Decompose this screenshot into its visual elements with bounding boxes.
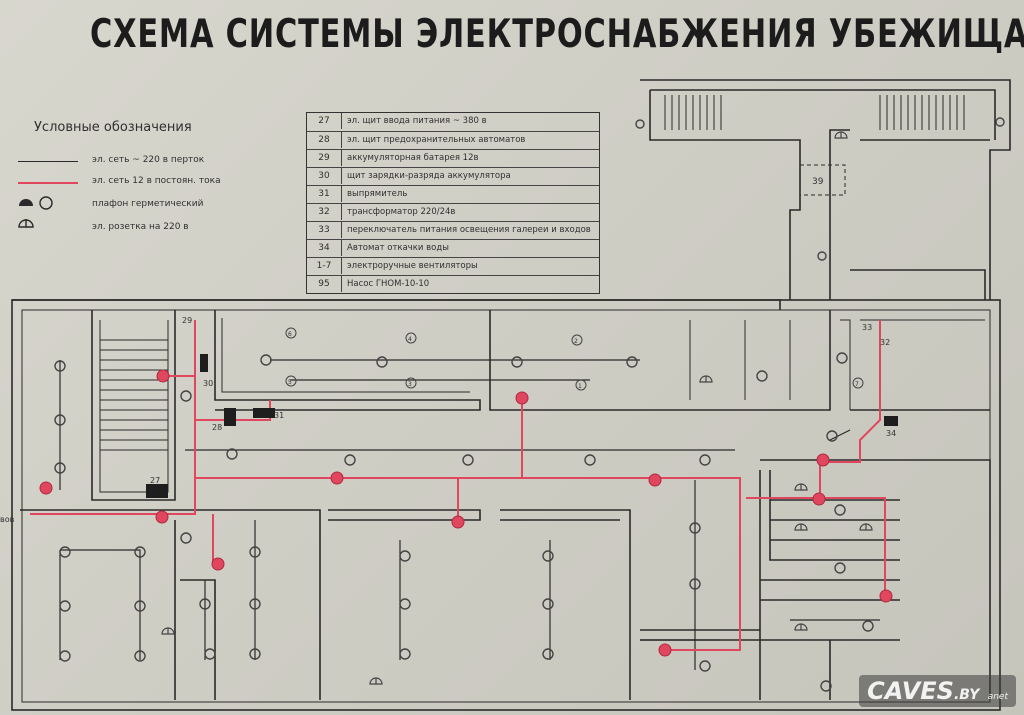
spec-number: 28	[307, 132, 342, 148]
spec-row: 29 аккумуляторная батарея 12в	[307, 149, 599, 166]
label-fan-4: 4	[408, 336, 412, 343]
label-29: 29	[182, 316, 192, 325]
legend-item-lamp: плафон герметический	[92, 199, 204, 209]
spec-row: 33 переключатель питания освещения галере…	[307, 221, 599, 238]
spec-number: 1-7	[307, 258, 342, 274]
socket-icon	[18, 219, 34, 228]
spec-row: 1-7 электроручные вентиляторы	[307, 257, 599, 274]
spec-row: 30 щит зарядки-разряда аккумулятора	[307, 167, 599, 184]
legend-item-12v: эл. сеть 12 в постоян. тока	[92, 176, 221, 186]
label-fan-7: 7	[855, 381, 859, 388]
plan-labels: 29 30 28 31 27 39 33 32 34 6 4 2 5 3 1 7…	[0, 177, 896, 524]
spec-description: выпрямитель	[347, 189, 408, 199]
spec-row: 32 трансформатор 220/24в	[307, 203, 599, 220]
line-black-icon	[18, 161, 78, 162]
spec-row: 95 Насос ГНОМ-10-10	[307, 275, 599, 292]
legend-heading: Условные обозначения	[34, 120, 192, 135]
line-red-icon	[18, 182, 78, 184]
spec-description: Насос ГНОМ-10-10	[347, 279, 430, 289]
spec-description: эл. щит ввода питания ~ 380 в	[347, 116, 487, 126]
label-27: 27	[150, 476, 160, 485]
label-fan-5: 5	[288, 379, 292, 386]
spec-description: аккумуляторная батарея 12в	[347, 153, 479, 163]
legend-item-220v: эл. сеть ~ 220 в перток	[92, 155, 205, 165]
lamps-12v	[39, 369, 893, 657]
label-34: 34	[886, 429, 896, 438]
spec-number: 33	[307, 222, 342, 238]
spec-number: 95	[307, 276, 342, 292]
label-30: 30	[203, 379, 213, 388]
spec-description: Автомат откачки воды	[347, 243, 449, 253]
sockets	[161, 131, 873, 685]
spec-description: трансформатор 220/24в	[347, 207, 456, 217]
label-fan-2: 2	[574, 338, 578, 345]
legend-item-socket: эл. розетка на 220 в	[92, 222, 189, 232]
watermark-suffix: .BY	[953, 687, 980, 703]
spec-row: 27 эл. щит ввода питания ~ 380 в	[307, 113, 599, 129]
stair-hatching	[100, 95, 965, 451]
watermark-main: CAVES	[867, 677, 954, 705]
spec-number: 32	[307, 204, 342, 220]
spec-table: 27 эл. щит ввода питания ~ 380 в 28 эл. щит…	[306, 112, 600, 294]
spec-description: эл. щит предохранительных автоматов	[347, 135, 526, 145]
spec-row: 31 выпрямитель	[307, 185, 599, 202]
spec-number: 31	[307, 186, 342, 202]
spec-number: 29	[307, 150, 342, 166]
spec-description: переключатель питания освещения галереи …	[347, 225, 591, 235]
label-33: 33	[862, 323, 872, 332]
spec-row: 28 эл. щит предохранительных автоматов	[307, 131, 599, 148]
label-fan-3: 3	[408, 381, 412, 388]
watermark-badge: CAVES.BY anet	[859, 675, 1016, 707]
panels	[146, 354, 898, 498]
label-fan-1: 1	[578, 383, 582, 390]
watermark-small: anet	[987, 692, 1008, 702]
spec-description: электроручные вентиляторы	[347, 261, 478, 271]
spec-number: 34	[307, 240, 342, 256]
label-32: 32	[880, 338, 890, 347]
label-39: 39	[812, 177, 824, 187]
ceiling-lamp-icon	[19, 196, 53, 210]
wiring-12v	[30, 320, 886, 651]
spec-number: 27	[307, 113, 342, 129]
spec-description: щит зарядки-разряда аккумулятора	[347, 171, 511, 181]
spec-number: 30	[307, 168, 342, 184]
equipment-39-box	[799, 164, 846, 196]
label-edge: вов	[0, 515, 15, 524]
label-31: 31	[274, 411, 284, 420]
lamps	[54, 117, 1005, 692]
label-fan-6: 6	[288, 331, 292, 338]
fans	[285, 327, 864, 391]
label-28: 28	[212, 423, 222, 432]
spec-row: 34 Автомат откачки воды	[307, 239, 599, 256]
walls	[11, 79, 1011, 711]
